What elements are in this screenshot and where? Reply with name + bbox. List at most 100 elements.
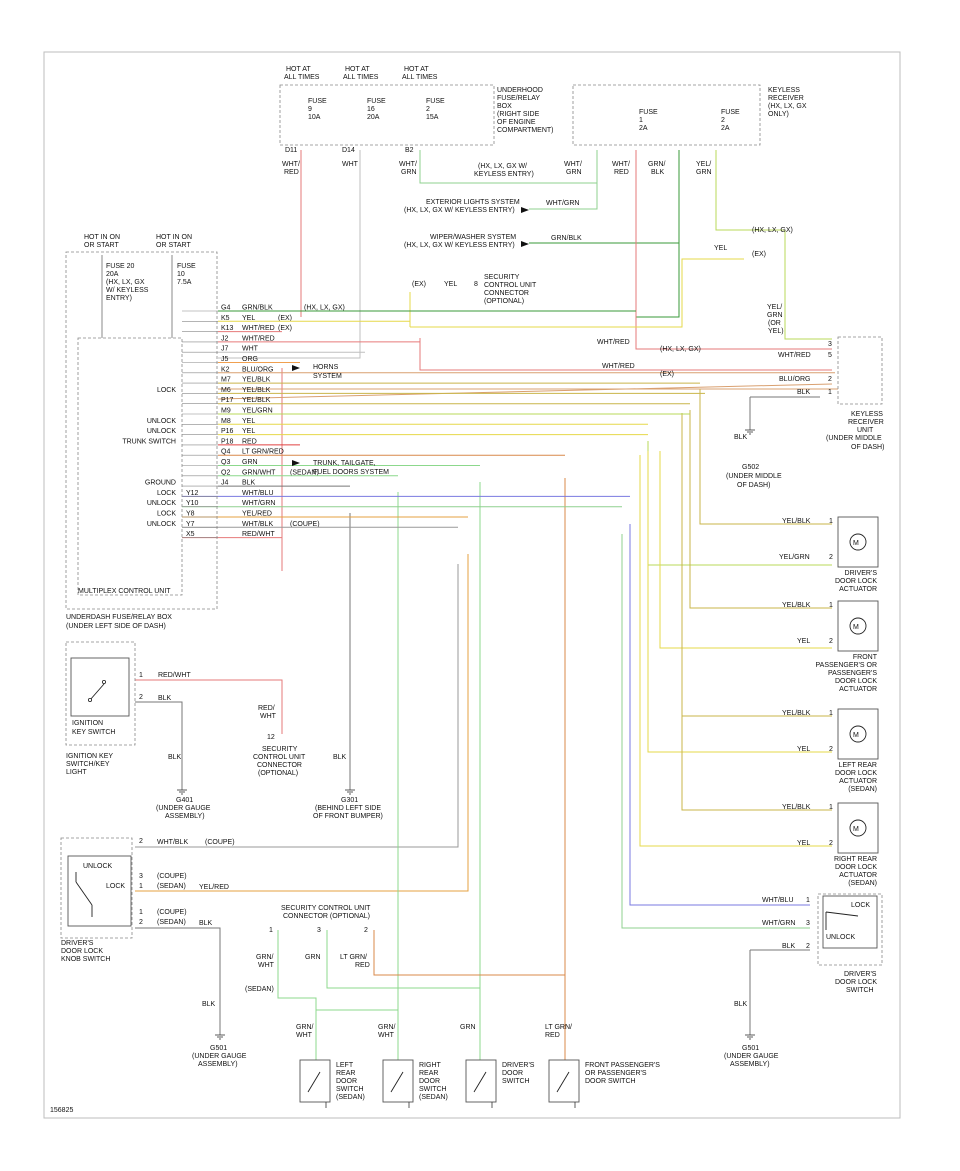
function-label: UNLOCK <box>147 418 177 425</box>
fuse16-wire <box>218 150 361 359</box>
svg-text:GRN: GRN <box>767 312 783 319</box>
actuator-label: DOOR LOCK <box>835 678 877 685</box>
act3-w2 <box>647 451 832 753</box>
svg-text:10: 10 <box>177 271 185 278</box>
svg-text:G301: G301 <box>341 797 358 804</box>
svg-text:FUSE/RELAY: FUSE/RELAY <box>497 95 540 102</box>
svg-text:(BEHIND LEFT SIDE: (BEHIND LEFT SIDE <box>315 805 381 812</box>
svg-text:YEL/: YEL/ <box>767 304 782 311</box>
pin-label: M7 <box>221 377 231 384</box>
wire-label: GRN/WHT <box>242 469 276 476</box>
wire-label: BLK <box>782 943 796 950</box>
svg-text:(EX): (EX) <box>660 371 674 378</box>
wire-label: YEL <box>242 418 255 425</box>
svg-text:(HX, LX, GX: (HX, LX, GX <box>768 103 807 110</box>
wire-label: WHT <box>260 713 277 720</box>
pin-label: J7 <box>221 346 229 353</box>
svg-text:SECURITY: SECURITY <box>262 746 298 753</box>
function-label: TRUNK SWITCH <box>122 438 176 445</box>
door-lock-knob-switch: UNLOCK LOCK 2 WHT/BLK (COUPE) 3 (COUPE) … <box>60 837 247 1068</box>
wire-label: BLK <box>242 480 256 487</box>
underhood-box-outline <box>279 84 495 146</box>
svg-text:DOOR LOCK: DOOR LOCK <box>61 948 103 955</box>
svg-text:2: 2 <box>828 376 832 383</box>
svg-text:2: 2 <box>426 106 430 113</box>
sec1 <box>277 930 317 1060</box>
svg-text:TRUNK, TAILGATE,: TRUNK, TAILGATE, <box>313 460 376 467</box>
knob-switch-outline <box>60 837 133 939</box>
knob-switch-body <box>67 855 132 927</box>
wire-label: YEL <box>797 638 810 645</box>
wire-label: BLK <box>734 1001 748 1008</box>
svg-text:YEL): YEL) <box>768 328 784 335</box>
svg-text:(OPTIONAL): (OPTIONAL) <box>484 298 524 305</box>
door-switch-label: DOOR <box>502 1070 523 1077</box>
wire-label: BLU/ORG <box>242 366 274 373</box>
svg-text:COMPARTMENT): COMPARTMENT) <box>497 127 554 134</box>
actuator-label: PASSENGER'S <box>828 670 877 677</box>
blu-org <box>217 383 833 400</box>
act4-w1 <box>681 716 832 811</box>
ground-symbol <box>745 429 755 435</box>
door-switch-label: DRIVER'S <box>502 1062 535 1069</box>
act1-w2 <box>647 441 832 566</box>
svg-text:2A: 2A <box>639 125 648 132</box>
motor-icon <box>849 725 867 743</box>
wire-label: WHT <box>258 962 275 969</box>
wire-label: LT GRN/ <box>340 954 367 961</box>
ground-symbol <box>745 1034 755 1040</box>
multiplex-control-unit-outline <box>77 337 183 596</box>
pin-label: P18 <box>221 438 234 445</box>
actuator-label: PASSENGER'S OR <box>816 662 878 669</box>
wire-label: WHT/GRN <box>546 200 579 207</box>
door-switch-label: DOOR <box>419 1078 440 1085</box>
wire-label: BLK <box>797 389 811 396</box>
svg-text:(COUPE): (COUPE) <box>205 839 235 846</box>
function-label: LOCK <box>157 387 176 394</box>
pin-label: Y8 <box>186 511 195 518</box>
wire-label: WHT/BLK <box>242 521 273 528</box>
function-label: LOCK <box>157 511 176 518</box>
svg-text:(EX): (EX) <box>752 251 766 258</box>
svg-text:YEL: YEL <box>714 245 727 252</box>
motor-symbol: M <box>853 624 859 631</box>
svg-text:1: 1 <box>139 909 143 916</box>
wire-label: WHT/GRN <box>762 920 795 927</box>
wire-label: WHT/RED <box>602 363 635 370</box>
door-switch-label: SWITCH <box>336 1086 364 1093</box>
wire-label: YEL <box>242 428 255 435</box>
svg-text:FUSE: FUSE <box>308 98 327 105</box>
svg-text:OF ENGINE: OF ENGINE <box>497 119 536 126</box>
svg-text:16: 16 <box>367 106 375 113</box>
svg-text:OF DASH): OF DASH) <box>737 482 770 489</box>
svg-text:G401: G401 <box>176 797 193 804</box>
wire-label: GRN/BLK <box>551 235 582 242</box>
underdash-box-outline <box>65 251 218 610</box>
svg-text:10A: 10A <box>308 114 321 121</box>
pin-number: 1 <box>829 804 833 811</box>
pin-label: M9 <box>221 408 231 415</box>
motor-icon <box>849 533 867 551</box>
svg-text:ONLY): ONLY) <box>768 111 789 118</box>
svg-text:G502: G502 <box>742 464 759 471</box>
pin-number: 1 <box>829 518 833 525</box>
wire-label: RED <box>284 169 299 176</box>
wire-label: GRN <box>401 169 417 176</box>
wire-label: YEL/RED <box>242 511 272 518</box>
figure-id: 156825 <box>50 1107 73 1114</box>
svg-text:FUEL DOORS SYSTEM: FUEL DOORS SYSTEM <box>313 469 389 476</box>
exterior-lights-system: WHT/GRN EXTERIOR LIGHTS SYSTEM (HX, LX, … <box>404 199 579 214</box>
svg-text:UNDERHOOD: UNDERHOOD <box>497 87 543 94</box>
wire-label: WHT/RED <box>242 325 275 332</box>
svg-text:LOCK: LOCK <box>106 883 125 890</box>
connector-row-y8: Y8 YEL/RED LOCK <box>157 511 468 518</box>
svg-text:(HX, LX, GX W/: (HX, LX, GX W/ <box>478 163 527 170</box>
actuator-label: DOOR LOCK <box>835 864 877 871</box>
wire-note: (HX, LX, GX) <box>304 305 345 312</box>
